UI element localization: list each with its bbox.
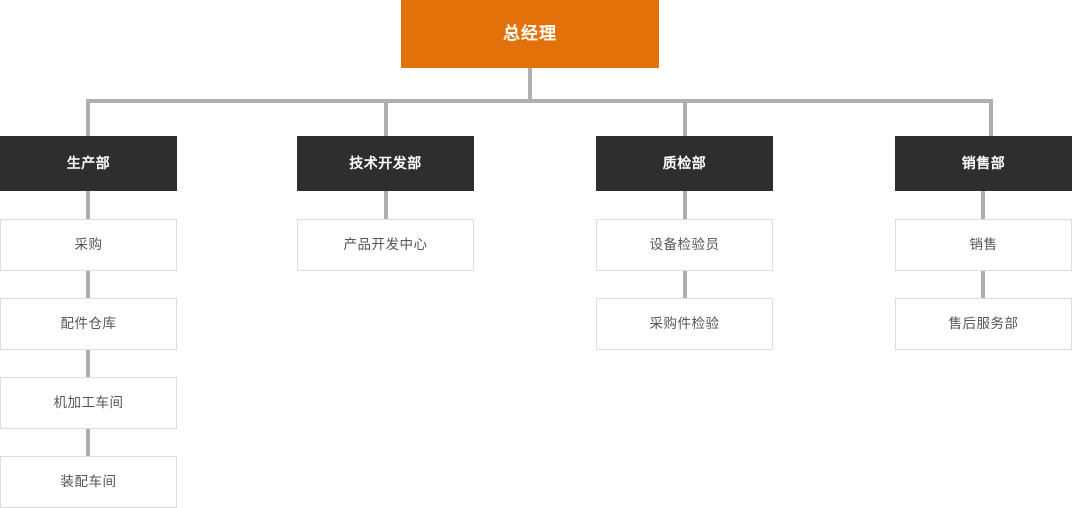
node-branch-1-child-3-label: 机加工车间: [53, 394, 124, 410]
node-branch-1-child-2[interactable]: 配件仓库: [0, 298, 177, 350]
node-root-label: 总经理: [503, 23, 557, 43]
node-branch-4-child-2-label: 售后服务部: [948, 315, 1019, 331]
connector-branch-4-seg-2: [981, 271, 985, 298]
node-department-4-label: 销售部: [961, 155, 1006, 172]
node-branch-1-child-1[interactable]: 采购: [0, 219, 177, 271]
connector-drop-branch-4: [989, 99, 993, 137]
connector-branch-1-seg-1: [86, 191, 90, 219]
node-branch-4-child-1-label: 销售: [969, 236, 998, 252]
node-branch-4-child-1[interactable]: 销售: [895, 219, 1072, 271]
node-department-4[interactable]: 销售部: [895, 136, 1072, 191]
connector-branch-3-seg-1: [683, 191, 687, 219]
node-department-3[interactable]: 质检部: [596, 136, 773, 191]
connector-branch-4-seg-1: [981, 191, 985, 219]
node-branch-1-child-4-label: 装配车间: [60, 473, 117, 489]
connector-branch-3-seg-2: [683, 271, 687, 298]
node-branch-3-child-1[interactable]: 设备检验员: [596, 219, 773, 271]
node-branch-3-child-2-label: 采购件检验: [649, 315, 720, 331]
node-branch-3-child-2[interactable]: 采购件检验: [596, 298, 773, 350]
connector-drop-branch-3: [683, 99, 687, 137]
node-department-3-label: 质检部: [662, 155, 707, 172]
connector-branch-1-seg-3: [86, 350, 90, 377]
connector-root-stem: [528, 68, 532, 103]
node-branch-1-child-2-label: 配件仓库: [60, 315, 117, 331]
connector-drop-branch-1: [86, 99, 90, 137]
connector-branch-2-seg-1: [384, 191, 388, 219]
node-department-2[interactable]: 技术开发部: [297, 136, 474, 191]
connector-branch-1-seg-4: [86, 429, 90, 456]
node-branch-2-child-1[interactable]: 产品开发中心: [297, 219, 474, 271]
node-department-1[interactable]: 生产部: [0, 136, 177, 191]
node-root-general-manager[interactable]: 总经理: [401, 0, 659, 68]
connector-drop-branch-2: [384, 99, 388, 137]
node-branch-4-child-2[interactable]: 售后服务部: [895, 298, 1072, 350]
node-branch-3-child-1-label: 设备检验员: [649, 236, 720, 252]
node-branch-1-child-3[interactable]: 机加工车间: [0, 377, 177, 429]
node-branch-1-child-4[interactable]: 装配车间: [0, 456, 177, 508]
connector-branch-1-seg-2: [86, 271, 90, 298]
node-department-1-label: 生产部: [66, 155, 111, 172]
node-branch-1-child-1-label: 采购: [74, 236, 103, 252]
node-branch-2-child-1-label: 产品开发中心: [343, 236, 428, 252]
connector-horizontal-bus: [86, 99, 993, 103]
node-department-2-label: 技术开发部: [349, 155, 422, 172]
